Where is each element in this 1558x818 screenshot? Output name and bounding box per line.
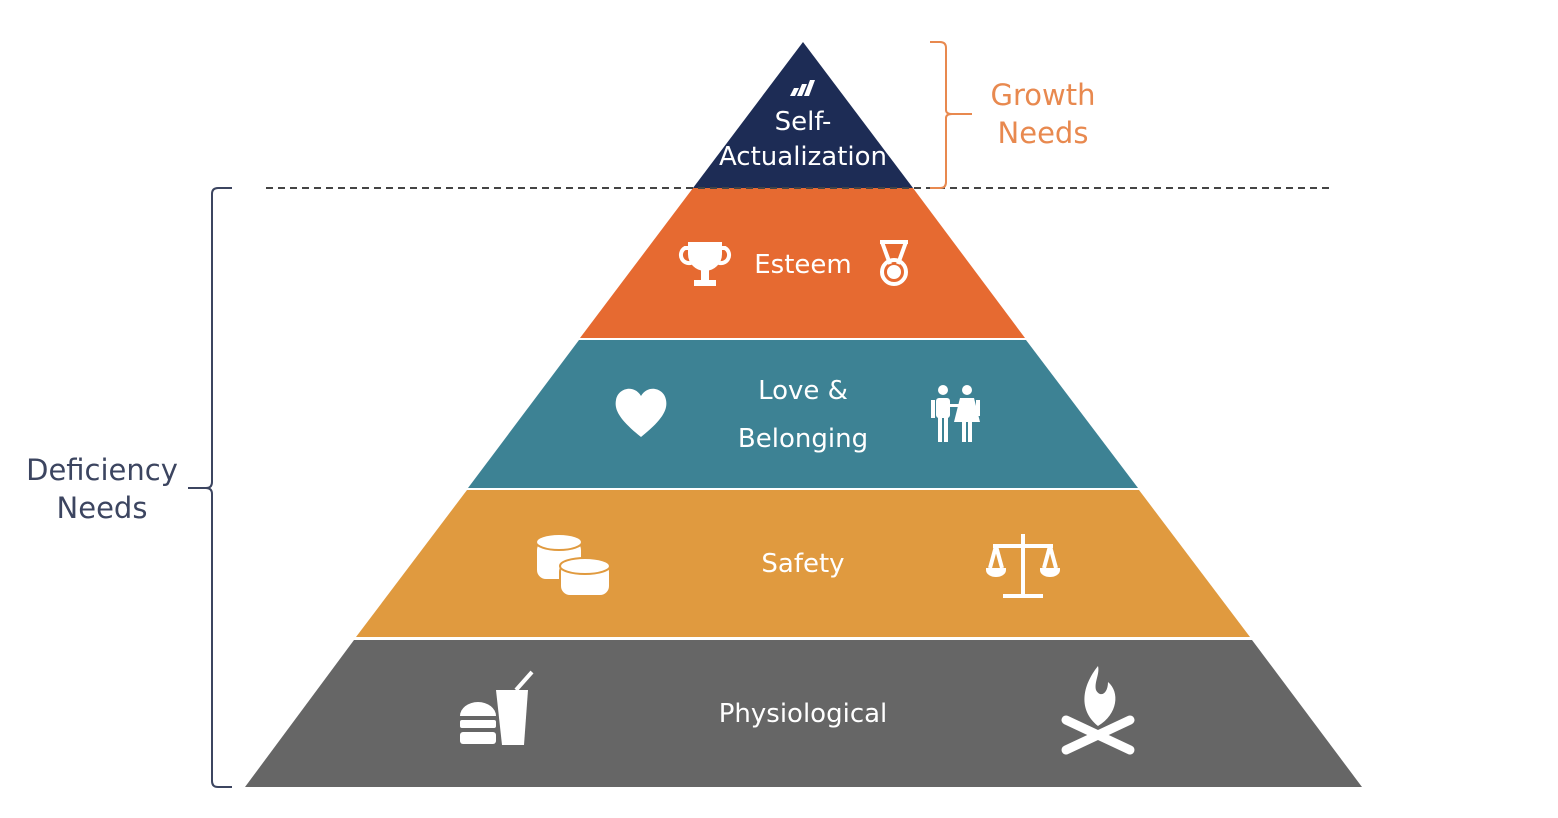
food-drink-icon (460, 670, 534, 745)
growth-needs-bracket (930, 41, 972, 189)
level-self-actualization (693, 42, 913, 188)
self-actualization-label-2: Actualization (719, 142, 887, 172)
self-actualization-label-1: Self- (775, 107, 832, 137)
heart-icon (615, 388, 667, 437)
campfire-icon (1061, 666, 1135, 755)
signal-bars-icon (790, 80, 815, 96)
deficiency-needs-label-1: Deficiency (26, 453, 178, 487)
couple-icon (931, 385, 980, 442)
love-label-2: Belonging (738, 424, 868, 454)
scales-icon (985, 534, 1061, 598)
level-safety (356, 490, 1250, 637)
physiological-label: Physiological (719, 699, 888, 729)
deficiency-needs-label-2: Needs (57, 491, 148, 525)
love-label-1: Love & (758, 376, 848, 406)
level-love-belonging (468, 340, 1138, 488)
esteem-label: Esteem (754, 250, 852, 280)
growth-needs-label-2: Needs (998, 116, 1089, 150)
coins-icon (535, 533, 611, 597)
growth-needs-label-1: Growth (991, 78, 1096, 112)
medal-icon (880, 240, 908, 286)
level-esteem (580, 188, 1025, 338)
deficiency-needs-bracket (188, 187, 232, 788)
safety-label: Safety (761, 549, 844, 579)
trophy-icon (678, 242, 732, 286)
level-physiological (245, 640, 1362, 787)
